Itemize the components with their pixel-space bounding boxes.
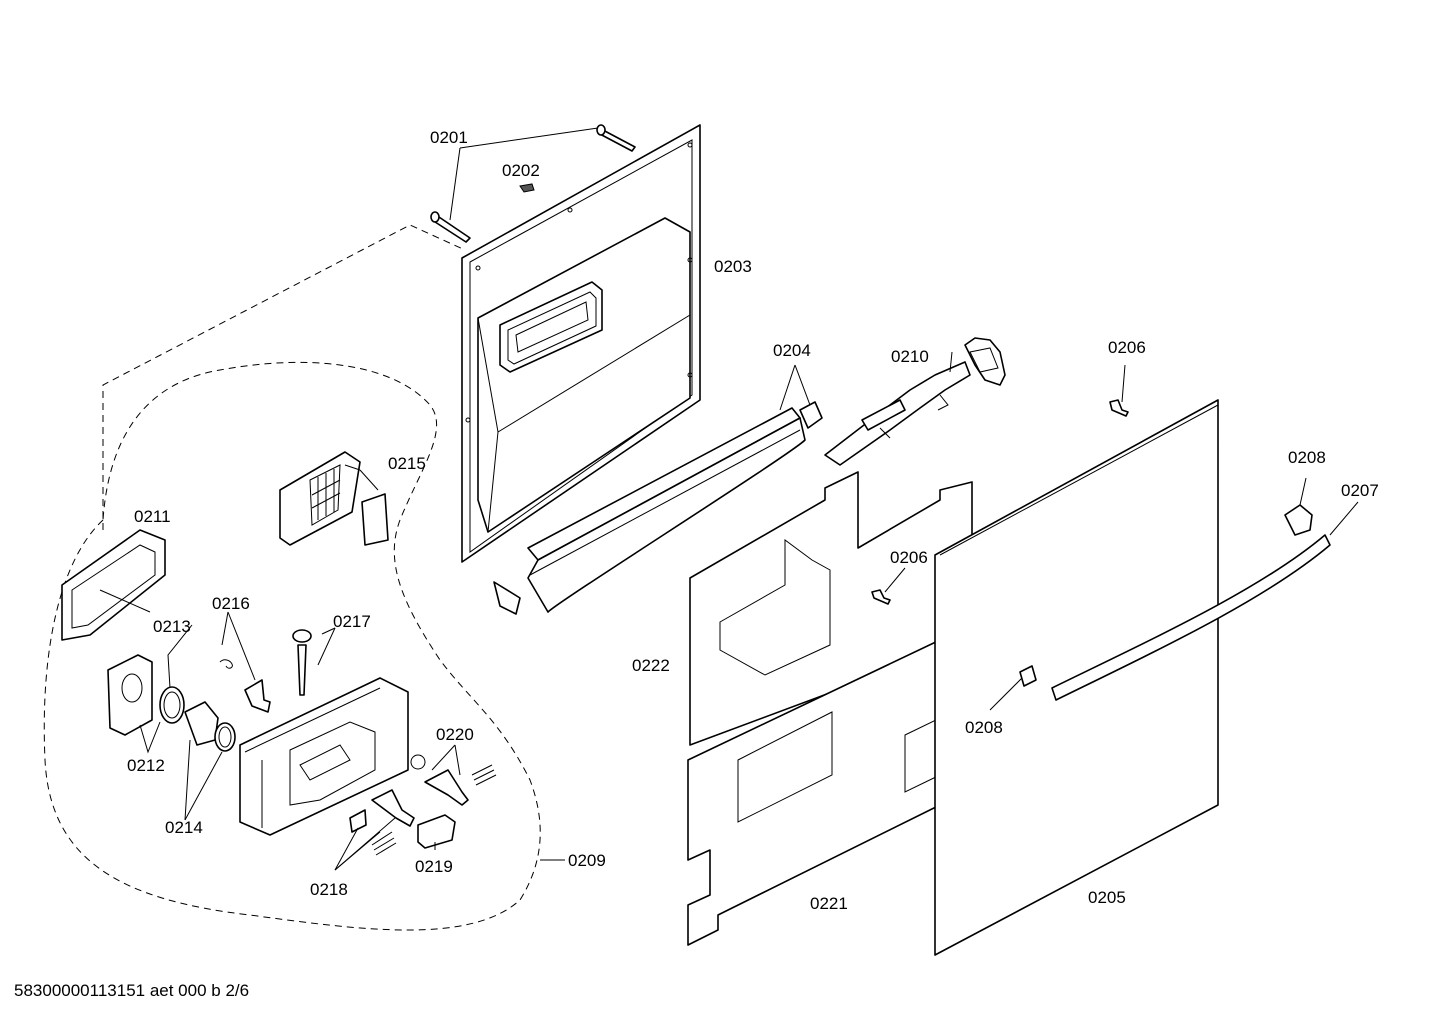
label-0208-low: 0208 (965, 718, 1003, 737)
diagram-footer-code: 58300000113151 aet 000 b 2/6 (14, 981, 250, 1000)
label-0221: 0221 (810, 894, 848, 913)
cover-0212 (107, 654, 153, 736)
pin-0217 (292, 629, 312, 696)
label-0206-top: 0206 (1108, 338, 1146, 357)
inner-door-panel-0203 (461, 124, 701, 563)
label-0209: 0209 (568, 851, 606, 870)
label-0206-mid: 0206 (890, 548, 928, 567)
label-0205: 0205 (1088, 888, 1126, 907)
label-0207: 0207 (1341, 481, 1379, 500)
label-0217: 0217 (333, 612, 371, 631)
clip-0208 (1019, 504, 1313, 687)
handle-0207 (1051, 534, 1331, 701)
label-0203: 0203 (714, 257, 752, 276)
dispenser-0215 (279, 451, 389, 546)
label-0216: 0216 (212, 594, 250, 613)
screw-0202 (519, 183, 535, 193)
lever-0218 (349, 789, 415, 856)
lever-0216 (219, 659, 271, 713)
label-0222: 0222 (632, 656, 670, 675)
label-0218: 0218 (310, 880, 348, 899)
dispenser-housing-0209 (239, 677, 426, 836)
label-0204: 0204 (773, 341, 811, 360)
part-labels: 0201 0202 0203 0204 0210 0206 0215 0208 … (127, 128, 1379, 913)
switch-0219 (417, 814, 456, 849)
label-0211: 0211 (134, 507, 171, 526)
hinge-0210 (824, 337, 1006, 466)
label-0201: 0201 (430, 128, 468, 147)
seal-0211 (61, 529, 166, 641)
label-0219: 0219 (415, 857, 453, 876)
screw-0206 (871, 399, 1129, 605)
label-0213: 0213 (153, 617, 191, 636)
cap-0214 (184, 701, 236, 752)
label-0215: 0215 (388, 454, 426, 473)
label-0202: 0202 (502, 161, 540, 180)
label-0210: 0210 (891, 347, 929, 366)
leader-lines (99, 127, 1359, 871)
label-0220: 0220 (436, 725, 474, 744)
screw-0201 (430, 124, 636, 243)
ring-0213 (159, 686, 185, 724)
label-0212: 0212 (127, 756, 165, 775)
label-0208-top: 0208 (1288, 448, 1326, 467)
lever-0220 (424, 764, 497, 806)
label-0214: 0214 (165, 818, 203, 837)
assembly-boundary (43, 224, 541, 931)
rail-0204 (493, 401, 823, 615)
